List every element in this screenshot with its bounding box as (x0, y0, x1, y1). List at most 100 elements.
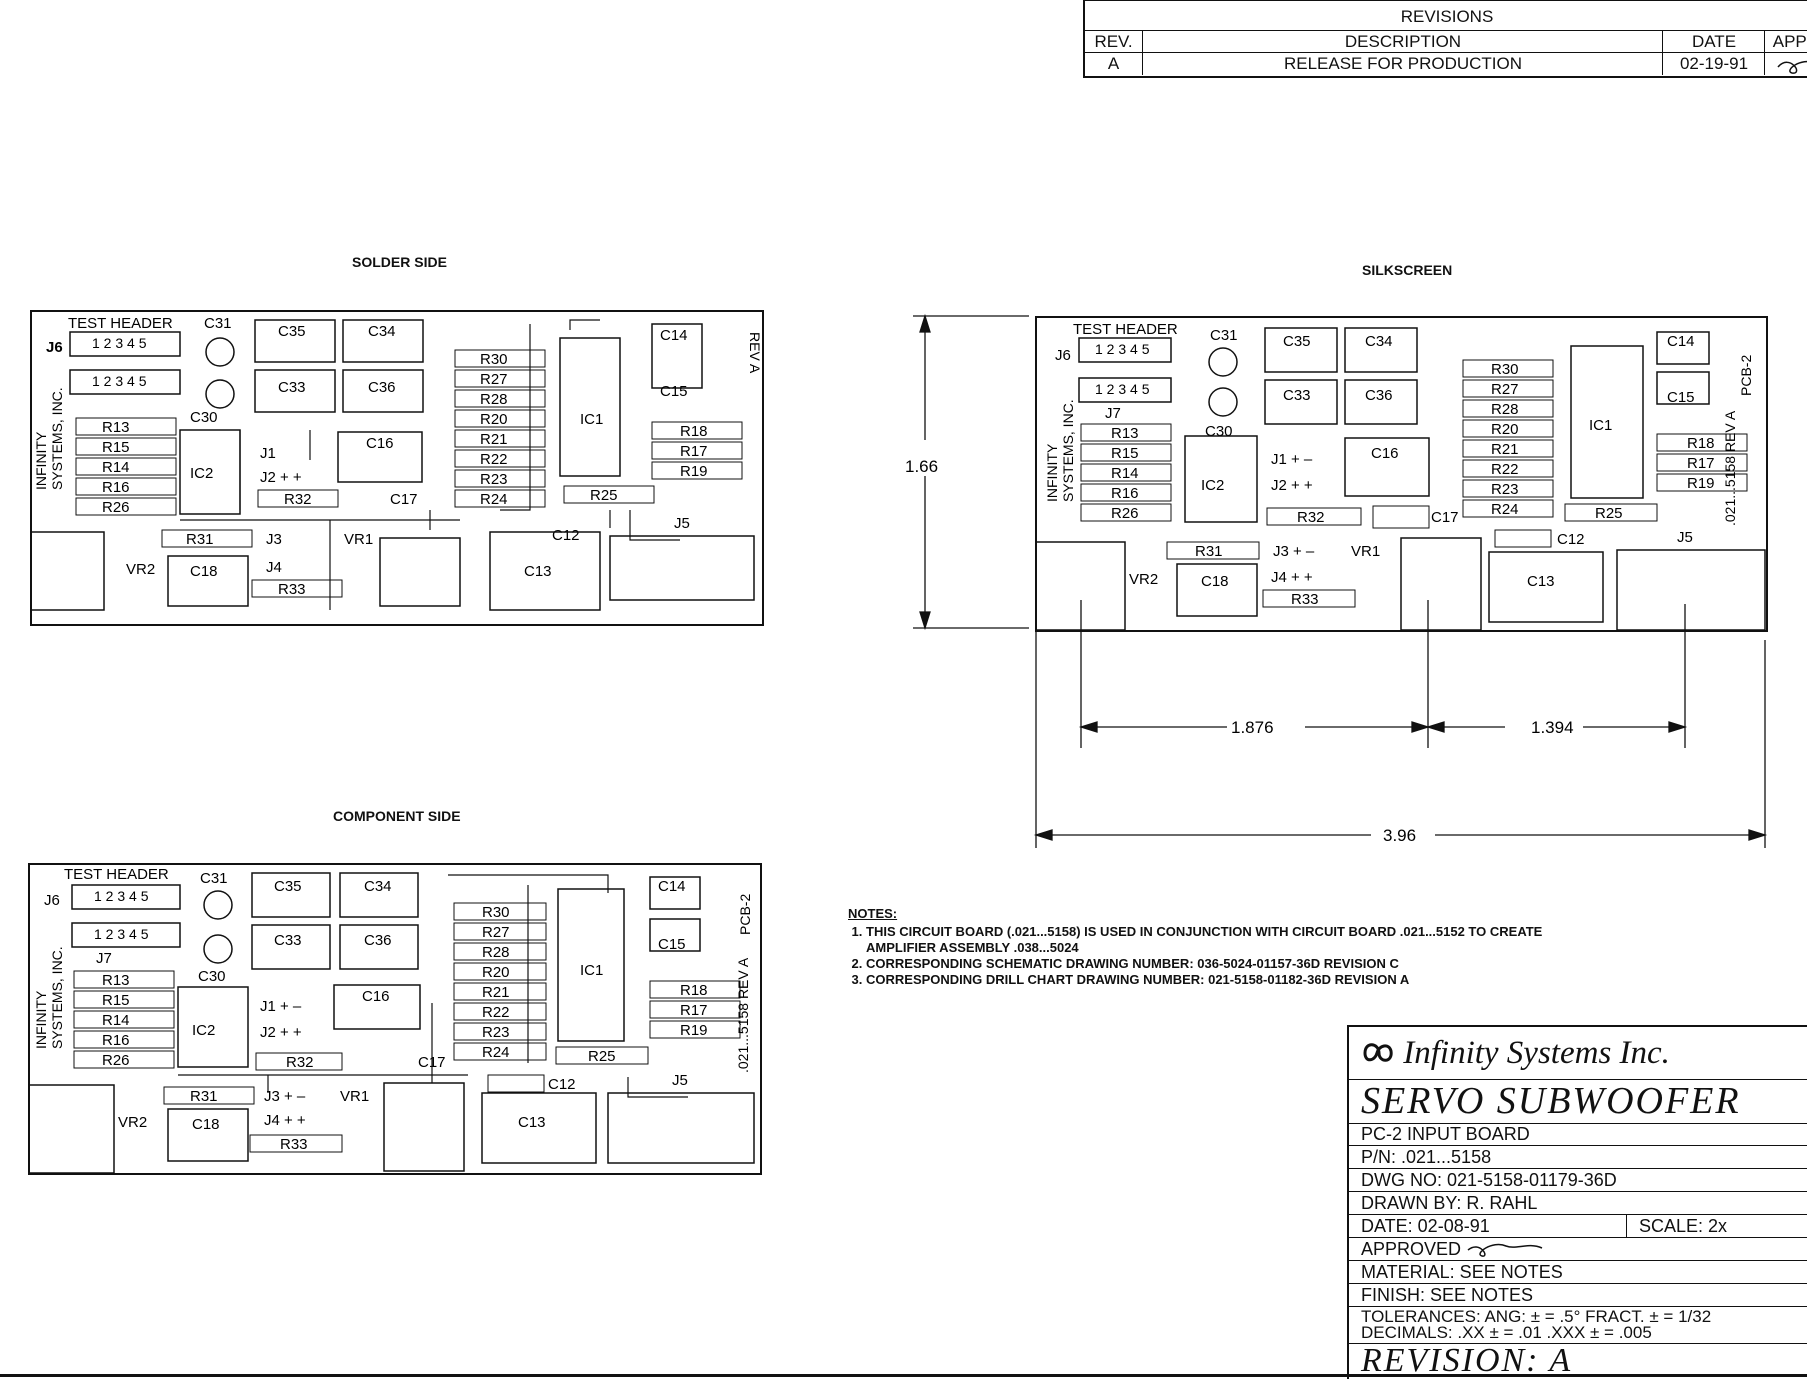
drawing-number: DWG NO: 021-5158-01179-36D (1349, 1169, 1807, 1192)
svg-text:R17: R17 (680, 443, 708, 460)
svg-text:1 2 3 4 5: 1 2 3 4 5 (92, 335, 147, 351)
revision: REVISION: A (1361, 1342, 1573, 1379)
tolerances-decimal: DECIMALS: .XX ± = .01 .XXX ± = .005 (1361, 1323, 1652, 1342)
svg-text:R23: R23 (1491, 481, 1519, 498)
date-row: DATE: 02-08-91 SCALE: 2x (1349, 1215, 1807, 1238)
page-border (0, 1374, 1807, 1377)
svg-text:TEST HEADER: TEST HEADER (1073, 321, 1178, 338)
svg-text:R14: R14 (102, 1012, 130, 1029)
tolerances-angular: TOLERANCES: ANG: ± = .5° FRACT. ± = 1/32 (1361, 1307, 1712, 1326)
scale: SCALE: 2x (1626, 1215, 1727, 1237)
svg-text:C13: C13 (524, 563, 552, 580)
svg-text:C31: C31 (200, 870, 228, 887)
svg-text:R20: R20 (482, 964, 510, 981)
svg-text:C34: C34 (368, 323, 396, 340)
svg-text:R24: R24 (482, 1044, 510, 1061)
part-number: P/N: .021...5158 (1349, 1146, 1807, 1169)
revisions-title: REVISIONS (1400, 7, 1494, 26)
svg-text:J3 + –: J3 + – (1273, 543, 1315, 560)
project-title: SERVO SUBWOOFER (1349, 1079, 1807, 1124)
silkscreen-label: SILKSCREEN (1362, 262, 1453, 278)
svg-text:VR1: VR1 (1351, 543, 1380, 560)
drawn-by: DRAWN BY: R. RAHL (1349, 1192, 1807, 1215)
svg-text:INFINITY: INFINITY (33, 990, 49, 1049)
svg-text:R19: R19 (680, 463, 708, 480)
date-value: 02-19-91 (1662, 53, 1765, 75)
description-col-header: DESCRIPTION (1142, 31, 1663, 53)
svg-text:R23: R23 (480, 471, 508, 488)
svg-text:J1: J1 (260, 445, 276, 462)
dimension-lines: 1.66 1.876 1.394 3.96 (905, 313, 1768, 848)
svg-text:C33: C33 (1283, 387, 1311, 404)
component-side-label: COMPONENT SIDE (333, 808, 461, 824)
svg-text:R26: R26 (1111, 505, 1139, 522)
svg-text:C14: C14 (1667, 333, 1695, 350)
solder-side-board: TEST HEADER J6 1 2 3 4 5 1 2 3 4 5 C31 C… (30, 310, 764, 626)
svg-text:VR1: VR1 (344, 531, 373, 548)
notes-title: NOTES: (848, 906, 898, 921)
svg-text:1 2 3 4 5: 1 2 3 4 5 (94, 926, 149, 942)
svg-text:R30: R30 (480, 351, 508, 368)
svg-text:R25: R25 (588, 1048, 616, 1065)
svg-text:C18: C18 (1201, 573, 1229, 590)
svg-text:.021...5158 REV A: .021...5158 REV A (735, 957, 751, 1073)
company-name: Infinity Systems Inc. (1403, 1035, 1670, 1071)
svg-text:J6: J6 (1055, 347, 1071, 364)
note-item: CORRESPONDING SCHEMATIC DRAWING NUMBER: … (866, 956, 1586, 972)
svg-text:J2 + +: J2 + + (260, 1024, 302, 1041)
svg-text:.021...5158: .021...5158 (763, 332, 764, 402)
svg-text:R18: R18 (1687, 435, 1715, 452)
svg-text:INFINITY: INFINITY (1044, 443, 1060, 502)
svg-text:R18: R18 (680, 423, 708, 440)
svg-text:J6: J6 (46, 339, 63, 356)
svg-text:R20: R20 (1491, 421, 1519, 438)
rev-value: A (1107, 54, 1120, 73)
svg-text:R23: R23 (482, 1024, 510, 1041)
svg-text:R13: R13 (102, 972, 130, 989)
svg-text:C16: C16 (366, 435, 394, 452)
revisions-row: A RELEASE FOR PRODUCTION 02-19-91 (1085, 52, 1807, 75)
svg-text:C18: C18 (192, 1116, 220, 1133)
svg-text:VR1: VR1 (340, 1088, 369, 1105)
dim-span-left: 1.876 (1231, 718, 1274, 737)
svg-text:J5: J5 (672, 1072, 688, 1089)
svg-text:IC1: IC1 (1589, 417, 1612, 434)
svg-text:PCB-2: PCB-2 (1738, 355, 1754, 396)
finish: FINISH: SEE NOTES (1349, 1284, 1807, 1307)
svg-text:C12: C12 (552, 527, 580, 544)
svg-text:C13: C13 (1527, 573, 1555, 590)
svg-text:C13: C13 (518, 1114, 546, 1131)
svg-text:R25: R25 (590, 487, 618, 504)
note-item: THIS CIRCUIT BOARD (.021...5158) IS USED… (866, 924, 1586, 956)
svg-text:R15: R15 (102, 992, 130, 1009)
svg-text:C34: C34 (1365, 333, 1393, 350)
svg-text:J3: J3 (266, 531, 282, 548)
svg-text:R15: R15 (1111, 445, 1139, 462)
svg-text:R28: R28 (482, 944, 510, 961)
svg-text:C31: C31 (1210, 327, 1238, 344)
title-block: Infinity Systems Inc. SERVO SUBWOOFER PC… (1347, 1025, 1807, 1379)
component-side-board: TEST HEADER J6 1 2 3 4 5 1 2 3 4 5 J7 C3… (28, 863, 762, 1175)
svg-text:R25: R25 (1595, 505, 1623, 522)
svg-text:J1 + –: J1 + – (1271, 451, 1313, 468)
svg-text:SYSTEMS, INC.: SYSTEMS, INC. (1060, 399, 1076, 502)
svg-text:C18: C18 (190, 563, 218, 580)
svg-text:R19: R19 (1687, 475, 1715, 492)
svg-text:C36: C36 (368, 379, 396, 396)
svg-text:J5: J5 (674, 515, 690, 532)
svg-text:R26: R26 (102, 1052, 130, 1069)
svg-text:C33: C33 (278, 379, 306, 396)
tolerances: TOLERANCES: ANG: ± = .5° FRACT. ± = 1/32… (1349, 1307, 1807, 1344)
svg-text:J7: J7 (96, 950, 112, 967)
svg-text:C12: C12 (1557, 531, 1585, 548)
svg-text:J7: J7 (1105, 405, 1121, 422)
solder-side-label: SOLDER SIDE (352, 254, 447, 270)
svg-text:J4: J4 (266, 559, 282, 576)
svg-text:R24: R24 (480, 491, 508, 508)
svg-text:REV A: REV A (747, 332, 763, 374)
svg-text:IC1: IC1 (580, 411, 603, 428)
svg-text:C15: C15 (1667, 389, 1695, 406)
drawing-date: DATE: 02-08-91 (1361, 1216, 1490, 1236)
svg-text:C15: C15 (660, 383, 688, 400)
svg-text:C16: C16 (362, 988, 390, 1005)
